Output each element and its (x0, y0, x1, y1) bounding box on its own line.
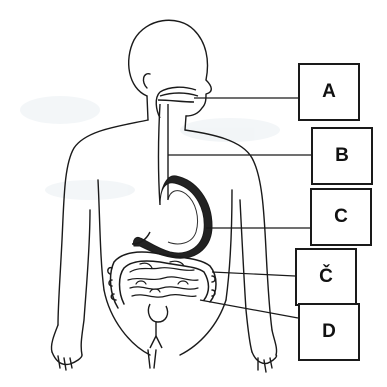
label-d-text: D (322, 321, 336, 343)
label-b-text: B (335, 145, 349, 167)
label-a-text: A (322, 81, 336, 103)
background-smudges (20, 96, 280, 200)
label-box-c: C (310, 188, 372, 246)
mouth-pharynx (156, 87, 198, 118)
label-box-c-caron: Č (295, 248, 357, 306)
stomach (132, 176, 212, 258)
leader-line-d (200, 300, 298, 318)
esophagus (159, 104, 169, 205)
label-box-d: D (298, 303, 360, 361)
leader-line-c2 (212, 272, 295, 276)
label-c-caron-text: Č (319, 266, 333, 288)
label-c-text: C (334, 206, 348, 228)
large-intestine (108, 252, 216, 308)
label-box-a: A (298, 63, 360, 121)
label-box-b: B (311, 127, 373, 185)
rectum (148, 304, 167, 348)
